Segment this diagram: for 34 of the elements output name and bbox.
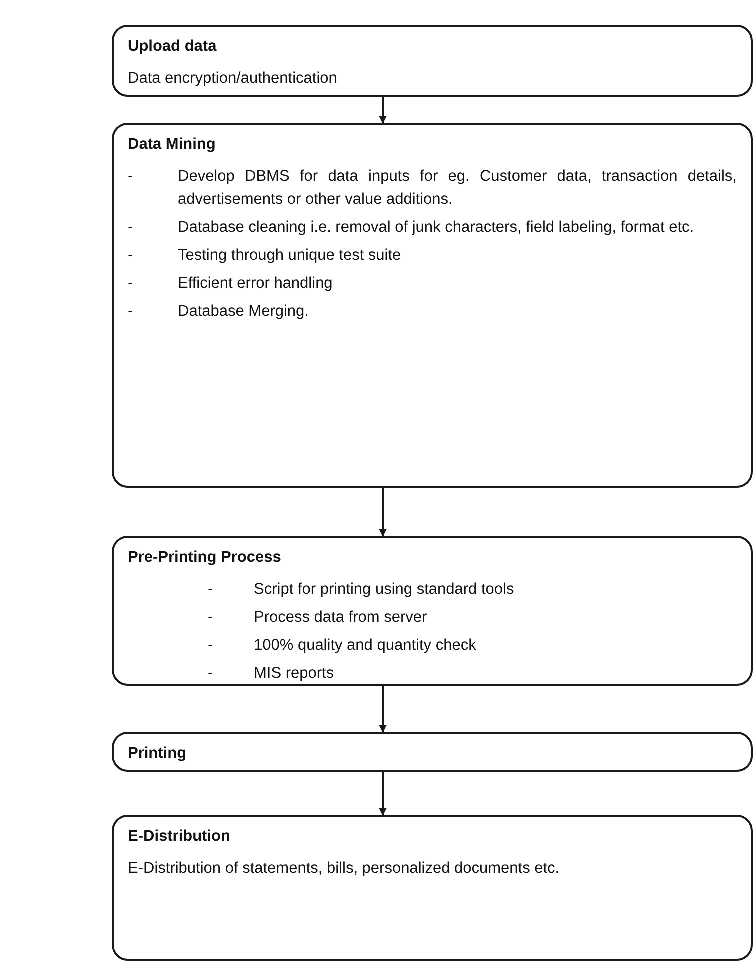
step-heading: Upload data <box>128 37 217 57</box>
bullet-dash: - <box>208 664 214 684</box>
arrow <box>379 772 387 816</box>
bullet-dash: - <box>128 218 134 238</box>
step-description: E-Distribution of statements, bills, personalized documents etc. <box>128 859 561 879</box>
step-heading: E-Distribution <box>128 827 230 847</box>
bullet-dash: - <box>128 246 134 266</box>
process-box <box>112 123 753 488</box>
process-box <box>112 25 753 97</box>
arrow <box>379 488 387 537</box>
bullet-dash: - <box>128 274 134 294</box>
process-box <box>112 732 753 772</box>
bullet-text: 100% quality and quantity check <box>254 636 478 656</box>
bullet-text: Script for printing using standard tools <box>254 580 516 600</box>
process-box <box>112 815 753 961</box>
process-box <box>112 536 753 686</box>
step-heading: Printing <box>128 744 187 764</box>
bullet-dash: - <box>208 636 214 656</box>
bullet-text: Database Merging. <box>178 302 310 322</box>
bullet-dash: - <box>128 167 134 187</box>
bullet-text: MIS reports <box>254 664 336 684</box>
bullet-dash: - <box>208 580 214 600</box>
arrow <box>379 97 387 124</box>
step-heading: Data Mining <box>128 135 216 155</box>
bullet-dash: - <box>208 608 214 628</box>
bullet-text: Testing through unique test suite <box>178 246 402 266</box>
bullet-text: Efficient error handling <box>178 274 334 294</box>
bullet-text: Develop DBMS for data inputs for eg. Customer data, transaction details, advertisements or other value additions. <box>178 167 737 210</box>
bullet-dash: - <box>128 302 134 322</box>
arrow <box>379 686 387 733</box>
step-description: Data encryption/authentication <box>128 69 338 89</box>
bullet-text: Database cleaning i.e. removal of junk characters, field labeling, format etc. <box>178 218 696 238</box>
step-heading: Pre-Printing Process <box>128 548 282 568</box>
bullet-text: Process data from server <box>254 608 428 628</box>
